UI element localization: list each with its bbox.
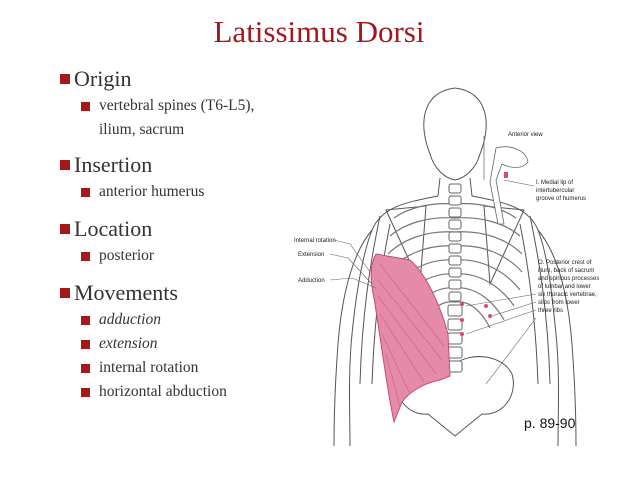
sub-bullet-continuation: ilium, sacrum	[99, 121, 185, 138]
sub-bullet: extension	[60, 332, 320, 356]
bullet-square-icon	[60, 74, 70, 84]
label-origin-line: of lumbar and lower	[538, 284, 591, 290]
label-origin-line: six thoracic vertebrae,	[538, 292, 597, 298]
origin-markers	[460, 302, 492, 336]
sub-bullet: anterior humerus	[60, 180, 320, 204]
sub-bullet: posterior	[60, 244, 320, 268]
bullet-heading: Insertion	[74, 152, 153, 177]
sub-bullet-text: horizontal abduction	[99, 383, 227, 400]
label-insertion-line: I. Medial lip of	[536, 180, 573, 186]
bullet-square-icon	[81, 363, 90, 373]
bullet-square-icon	[81, 339, 90, 349]
label-origin-line: and spinous processes	[538, 276, 599, 282]
label-extension: Extension	[298, 252, 324, 258]
slide-title: Latissimus Dorsi	[213, 14, 425, 49]
label-internal-rotation: Internal rotation	[294, 238, 336, 244]
right-scapula	[483, 205, 525, 286]
label-adduction: Adduction	[298, 278, 325, 284]
bullet-square-icon	[81, 251, 90, 261]
bullet-square-icon	[60, 288, 70, 298]
bullet-heading: Origin	[74, 66, 132, 91]
label-anterior-view: Anterior view	[508, 132, 543, 138]
bullet-origin: Origin	[60, 64, 320, 94]
bullet-square-icon	[81, 187, 90, 197]
bullet-heading: Location	[74, 216, 153, 241]
label-insertion-line: groove of humerus	[536, 196, 586, 202]
sub-bullet-text: internal rotation	[99, 359, 199, 376]
bullet-list: Origin vertebral spines (T6-L5), ilium, …	[60, 64, 320, 404]
sub-bullet: internal rotation	[60, 356, 320, 380]
bullet-square-icon	[81, 101, 90, 111]
sub-bullet: horizontal abduction	[60, 380, 320, 404]
muscle-fibers	[377, 263, 445, 407]
label-origin-line: slips from lower	[538, 300, 580, 306]
label-insertion-line: intertubercular	[536, 188, 574, 194]
bullet-square-icon	[60, 224, 70, 234]
sub-bullet-text: vertebral spines (T6-L5),	[99, 97, 255, 114]
head-outline	[423, 87, 487, 181]
bullet-square-icon	[60, 160, 70, 170]
bullet-movements: Movements	[60, 278, 320, 308]
sub-bullet-text: adduction	[99, 311, 161, 328]
left-arm-outline	[333, 229, 373, 446]
bullet-location: Location	[60, 214, 320, 244]
bullet-insertion: Insertion	[60, 150, 320, 180]
bullet-heading: Movements	[74, 280, 178, 305]
spine	[447, 183, 463, 373]
torso-outline	[349, 177, 559, 446]
sub-bullet: vertebral spines (T6-L5),	[60, 94, 320, 118]
label-origin-line: ilium, back of sacrum	[538, 268, 594, 274]
label-origin-line: three ribs	[538, 308, 563, 314]
right-humerus	[519, 215, 551, 385]
page-reference: p. 89-90	[524, 415, 576, 431]
anatomy-illustration: Anterior view Internal rotation Extensio…	[294, 87, 599, 446]
inset-anterior-view	[483, 136, 529, 225]
sub-bullet-text: extension	[99, 335, 158, 352]
bullet-square-icon	[81, 387, 90, 397]
label-origin-line: O. Posterior crest of	[538, 260, 592, 266]
sub-bullet-text: posterior	[99, 247, 155, 264]
left-scapula	[385, 205, 427, 286]
right-arm-outline	[537, 229, 577, 446]
bullet-square-icon	[81, 315, 90, 325]
sub-bullet-text: anterior humerus	[99, 183, 205, 200]
sub-bullet: adduction	[60, 308, 320, 332]
